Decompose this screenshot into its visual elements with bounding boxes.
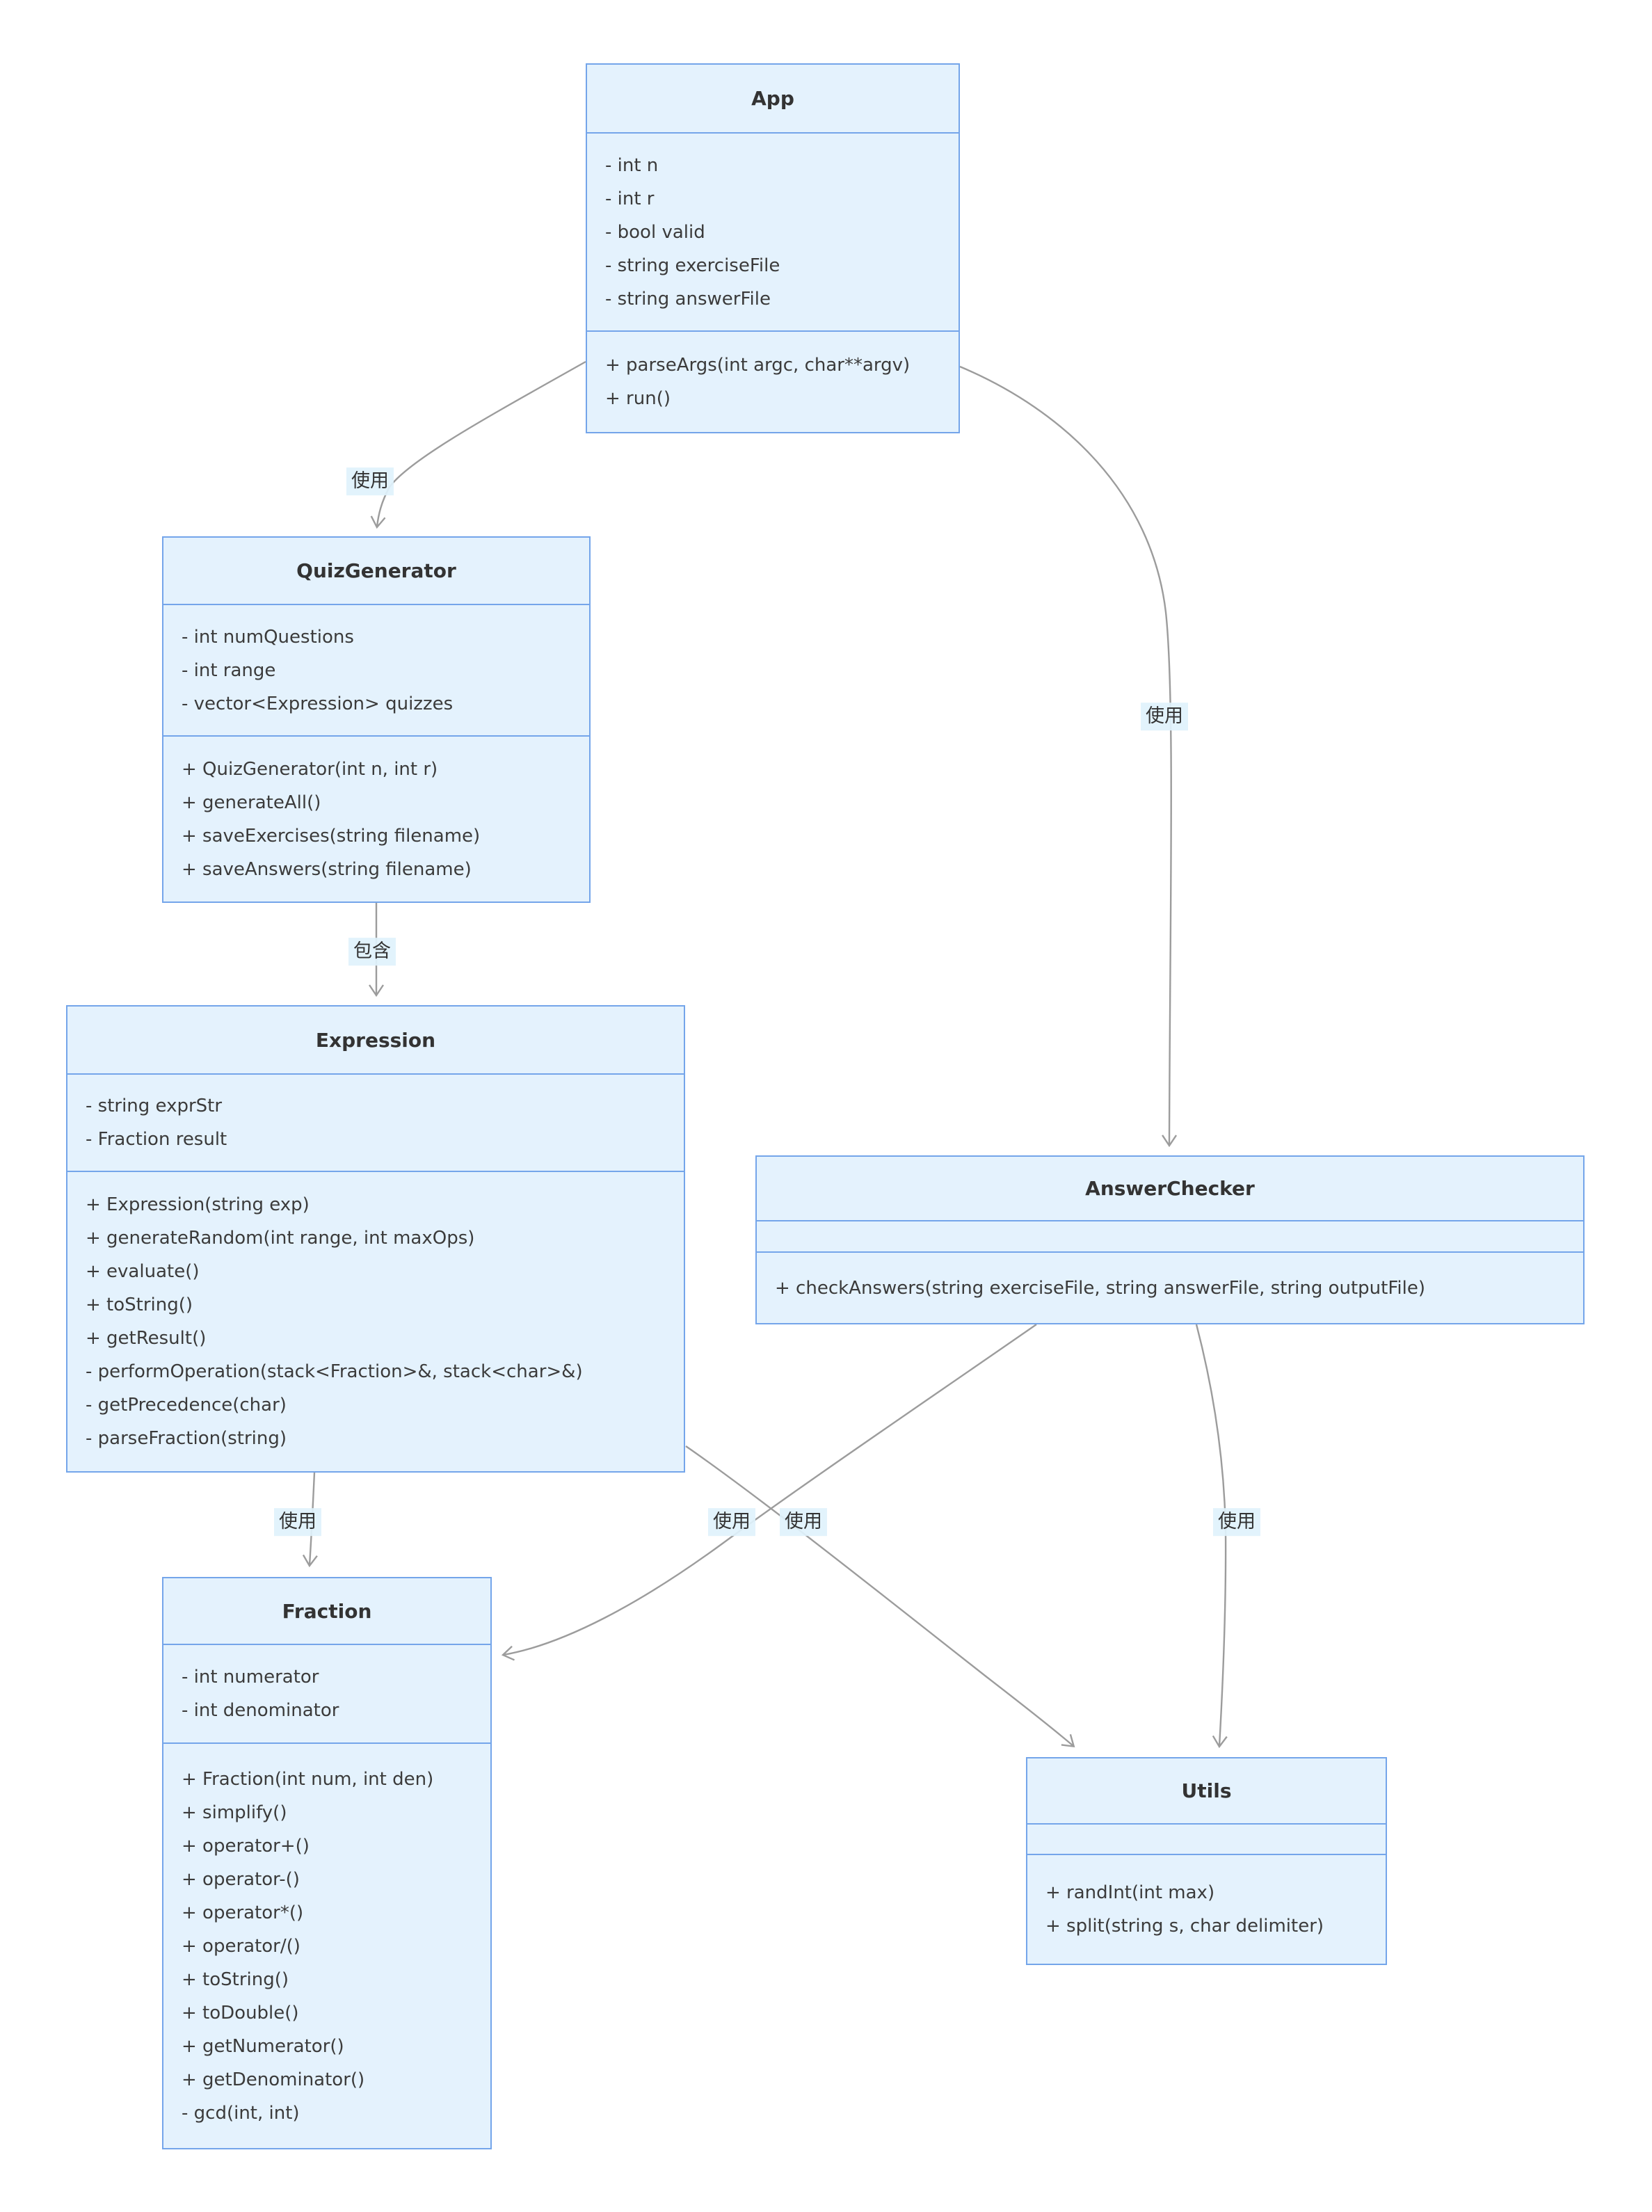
class-box-fraction: Fraction - int numerator - int denominat… [162, 1577, 492, 2149]
edge-label-answerchecker-utils: 使用 [1213, 1508, 1260, 1536]
attributes-section: - int numQuestions - int range - vector<… [163, 604, 589, 735]
method-row: + checkAnswers(string exerciseFile, stri… [775, 1277, 1426, 1299]
method-row: + operator+() [182, 1835, 310, 1857]
method-row: + parseArgs(int argc, char**argv) [605, 355, 911, 376]
attribute-row: - string answerFile [605, 288, 771, 310]
method-row: + Fraction(int num, int den) [182, 1768, 434, 1790]
method-row: + evaluate() [86, 1261, 200, 1282]
edge-label-answerchecker-fraction: 使用 [708, 1508, 755, 1536]
attributes-section: - int numerator - int denominator [163, 1644, 490, 1742]
edge-label-quizgenerator-expression: 包含 [348, 938, 396, 965]
methods-section: + parseArgs(int argc, char**argv) + run(… [587, 330, 959, 432]
methods-section: + randInt(int max) + split(string s, cha… [1027, 1854, 1386, 1964]
attributes-section-empty [1027, 1823, 1386, 1854]
attribute-row: - int numQuestions [182, 626, 354, 648]
edge-app-quizgenerator [370, 360, 586, 529]
method-row: + simplify() [182, 1802, 287, 1823]
class-title: AnswerChecker [1085, 1177, 1255, 1200]
attribute-row: - int numerator [182, 1667, 319, 1688]
class-box-quizgenerator: QuizGenerator - int numQuestions - int r… [162, 536, 591, 903]
attributes-section: - int n - int r - bool valid - string ex… [587, 132, 959, 330]
method-row: + split(string s, char delimiter) [1045, 1916, 1324, 1937]
method-row: + QuizGenerator(int n, int r) [182, 758, 438, 780]
class-title: Utils [1181, 1779, 1232, 1802]
method-row: + randInt(int max) [1045, 1882, 1215, 1903]
edge-label-app-answerchecker: 使用 [1141, 703, 1188, 730]
attribute-row: - int range [182, 659, 276, 681]
methods-section: + checkAnswers(string exerciseFile, stri… [757, 1251, 1583, 1323]
methods-section: + Fraction(int num, int den) + simplify(… [163, 1742, 490, 2148]
class-box-utils: Utils + randInt(int max) + split(string … [1026, 1757, 1387, 1965]
method-row: + getDenominator() [182, 2069, 365, 2090]
attributes-section: - string exprStr - Fraction result [67, 1073, 684, 1171]
method-row: + toDouble() [182, 2002, 299, 2023]
edge-expression-utils [685, 1445, 1075, 1748]
class-title: Fraction [282, 1599, 372, 1623]
attribute-row: - string exerciseFile [605, 255, 780, 276]
method-row: + toString() [182, 1969, 289, 1990]
methods-section: + Expression(string exp) + generateRando… [67, 1171, 684, 1471]
class-box-answerchecker: AnswerChecker + checkAnswers(string exer… [755, 1155, 1585, 1324]
method-row: + saveExercises(string filename) [182, 825, 481, 847]
method-row: - parseFraction(string) [86, 1428, 287, 1449]
attributes-section-empty [757, 1220, 1583, 1251]
edge-label-expression-utils: 使用 [780, 1508, 827, 1536]
method-row: + operator-() [182, 1868, 300, 1890]
attribute-row: - int denominator [182, 1700, 339, 1721]
method-row: + generateAll() [182, 792, 321, 813]
attribute-row: - Fraction result [86, 1129, 227, 1150]
attribute-row: - int n [605, 154, 659, 176]
method-row: + getResult() [86, 1328, 207, 1349]
class-title: Expression [315, 1028, 436, 1052]
method-row: - performOperation(stack<Fraction>&, sta… [86, 1361, 583, 1382]
methods-section: + QuizGenerator(int n, int r) + generate… [163, 735, 589, 901]
method-row: + Expression(string exp) [86, 1194, 310, 1215]
method-row: + toString() [86, 1295, 193, 1315]
method-row: + operator/() [182, 1935, 300, 1957]
edge-label-app-quizgenerator: 使用 [346, 467, 394, 495]
class-title: App [751, 87, 794, 110]
edge-app-answerchecker [959, 365, 1178, 1148]
class-box-app: App - int n - int r - bool valid - strin… [586, 63, 960, 433]
method-row: - getPrecedence(char) [86, 1395, 287, 1416]
method-row: + operator*() [182, 1902, 304, 1923]
class-box-expression: Expression - string exprStr - Fraction r… [66, 1005, 685, 1473]
method-row: + getNumerator() [182, 2035, 344, 2057]
attribute-row: - vector<Expression> quizzes [182, 693, 454, 714]
method-row: + generateRandom(int range, int maxOps) [86, 1228, 475, 1249]
class-title: QuizGenerator [296, 559, 456, 582]
method-row: + saveAnswers(string filename) [182, 858, 472, 880]
edge-label-expression-fraction: 使用 [274, 1508, 321, 1536]
attribute-row: - bool valid [605, 221, 705, 243]
attribute-row: - int r [605, 188, 655, 209]
method-row: - gcd(int, int) [182, 2102, 300, 2124]
attribute-row: - string exprStr [86, 1096, 223, 1116]
method-row: + run() [605, 388, 671, 409]
